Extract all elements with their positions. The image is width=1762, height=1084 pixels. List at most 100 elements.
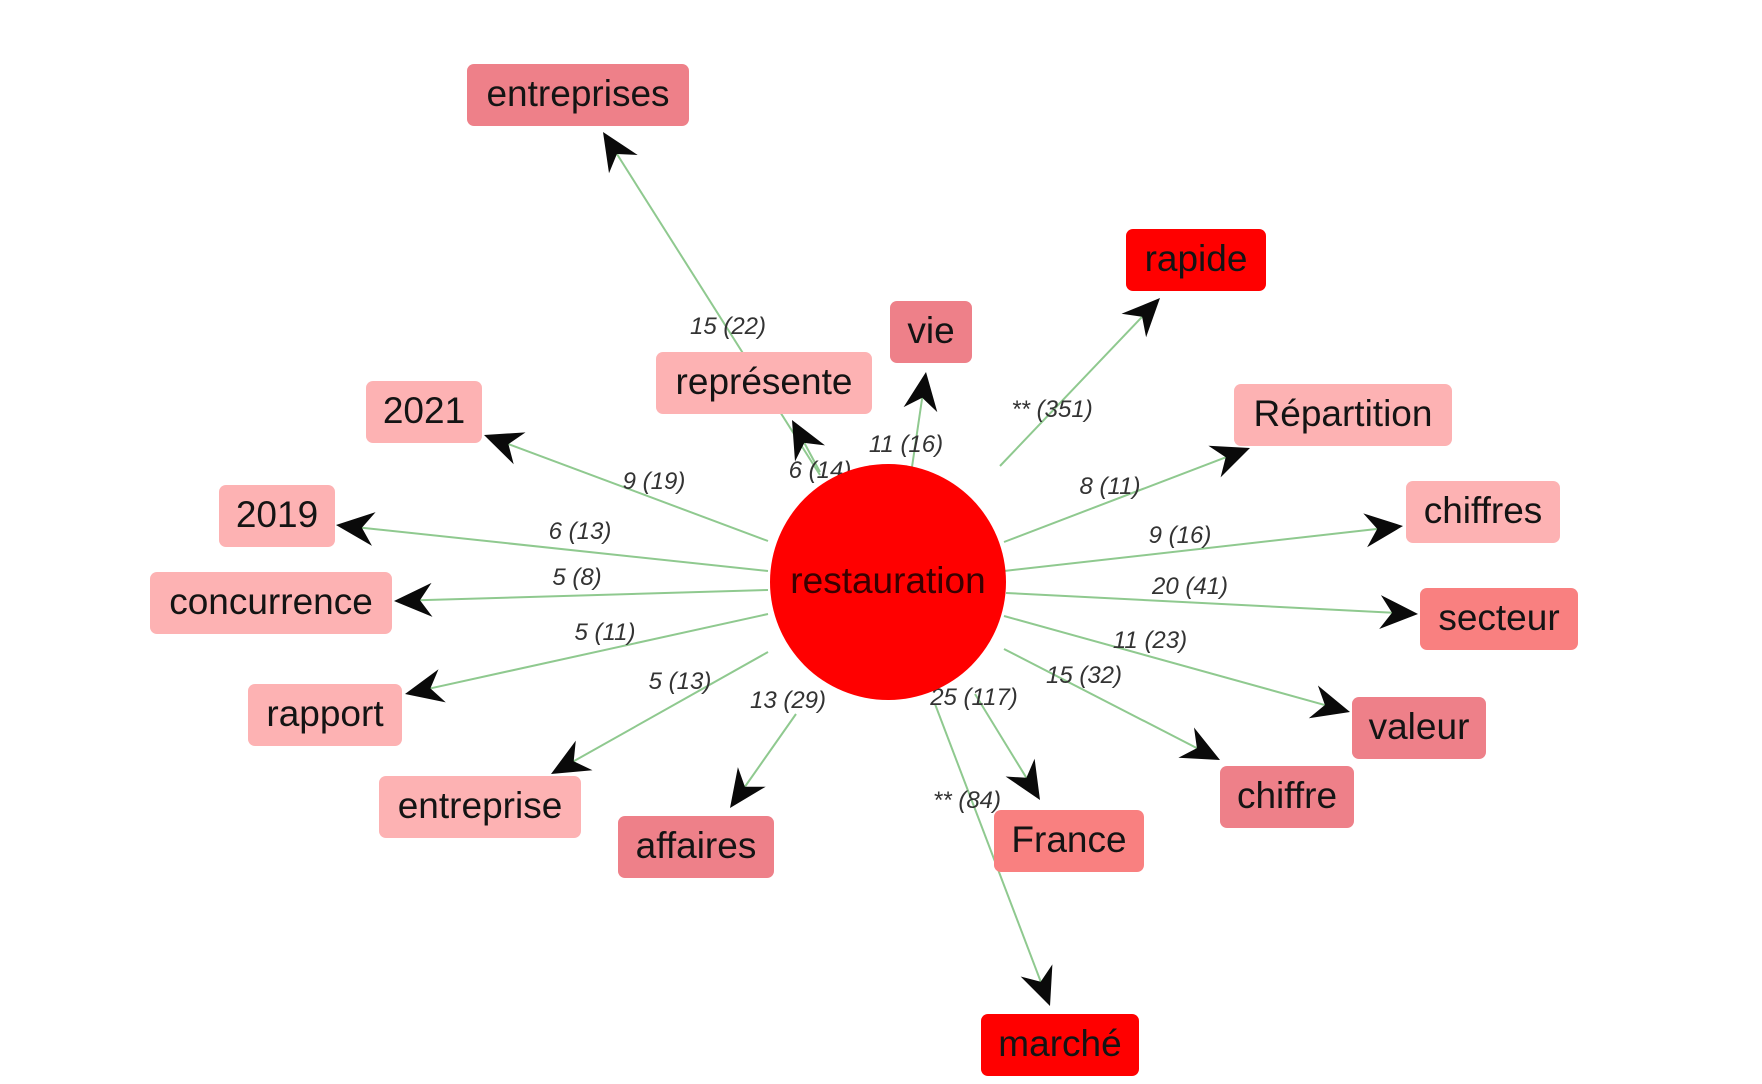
node-chiffres[interactable]: chiffres (1406, 481, 1560, 543)
edge-repartition (1003, 454, 1232, 543)
node-label-france: France (1011, 819, 1126, 860)
node-label-2019: 2019 (236, 494, 318, 535)
arrow-head-rapide (1121, 298, 1160, 338)
node-repartition[interactable]: Répartition (1234, 384, 1452, 446)
edge-rapide (999, 311, 1147, 467)
node-france[interactable]: France (994, 810, 1144, 872)
node-label-entreprise: entreprise (398, 785, 563, 826)
edge-label-entreprise: 5 (13) (649, 668, 712, 695)
node-box-france[interactable] (994, 810, 1144, 872)
arrow-head-marche (1020, 964, 1053, 1006)
edge-label-chiffre: 15 (32) (1046, 662, 1122, 689)
node-rapport[interactable]: rapport (248, 684, 402, 746)
edge-label-affaires: 13 (29) (750, 687, 826, 714)
arrow-head-chiffres (1363, 513, 1403, 548)
node-label-chiffre: chiffre (1237, 775, 1337, 816)
node-marche[interactable]: marché (981, 1014, 1139, 1076)
node-entreprise[interactable]: entreprise (379, 776, 581, 838)
node-box-rapport[interactable] (248, 684, 402, 746)
edge-secteur (1005, 592, 1399, 614)
arrow-head-vie (903, 372, 938, 413)
edge-label-marche: ** (84) (933, 787, 1001, 814)
node-rapide[interactable]: rapide (1126, 229, 1266, 291)
node-box-repartition[interactable] (1234, 384, 1452, 446)
edge-chiffres (1003, 527, 1384, 572)
node-label-rapide: rapide (1145, 238, 1248, 279)
node-label-2021: 2021 (383, 390, 465, 431)
arrow-head-represente (792, 420, 825, 462)
node-valeur[interactable]: valeur (1352, 697, 1486, 759)
edge-rapport (424, 613, 769, 691)
edge-2019 (355, 526, 769, 572)
node-label-concurrence: concurrence (169, 581, 373, 622)
center-node[interactable]: restauration (770, 464, 1006, 700)
node-box-concurrence[interactable] (150, 572, 392, 634)
edge-entreprise (567, 651, 769, 766)
node-label-repartition: Répartition (1254, 393, 1433, 434)
edge-label-entreprises: 15 (22) (690, 313, 766, 340)
arrow-head-entreprises (603, 132, 638, 174)
edge-label-rapide: ** (351) (1011, 396, 1092, 423)
node-box-vie[interactable] (890, 301, 972, 363)
node-label-valeur: valeur (1369, 706, 1470, 747)
arrow-head-2021 (484, 432, 526, 465)
arrow-head-france (1005, 758, 1040, 800)
node-box-valeur[interactable] (1352, 697, 1486, 759)
node-2019[interactable]: 2019 (219, 485, 335, 547)
edge-vie (911, 391, 925, 468)
node-box-entreprise[interactable] (379, 776, 581, 838)
node-vie[interactable]: vie (890, 301, 972, 363)
node-secteur[interactable]: secteur (1420, 588, 1578, 650)
node-affaires[interactable]: affaires (618, 816, 774, 878)
arrow-head-concurrence (394, 582, 433, 617)
node-box-represente[interactable] (656, 352, 872, 414)
edge-labels-layer: 15 (22)6 (14)11 (16)** (351)8 (11)9 (16)… (549, 313, 1228, 814)
node-label-affaires: affaires (636, 825, 757, 866)
edge-label-2021: 9 (19) (623, 468, 686, 495)
node-label-marche: marché (998, 1023, 1121, 1064)
edge-entreprises (612, 148, 821, 476)
node-entreprises[interactable]: entreprises (467, 64, 689, 126)
node-2021[interactable]: 2021 (366, 381, 482, 443)
node-box-affaires[interactable] (618, 816, 774, 878)
node-box-marche[interactable] (981, 1014, 1139, 1076)
node-box-chiffres[interactable] (1406, 481, 1560, 543)
edge-label-rapport: 5 (11) (575, 619, 636, 646)
edge-label-repartition: 8 (11) (1080, 473, 1141, 500)
arrow-head-chiffre (1178, 727, 1220, 760)
edge-valeur (1003, 615, 1331, 708)
edge-label-concurrence: 5 (8) (552, 564, 601, 591)
arrow-head-entreprise (551, 740, 593, 774)
node-box-2021[interactable] (366, 381, 482, 443)
node-label-entreprises: entreprises (486, 73, 669, 114)
center-node-label: restauration (790, 560, 985, 601)
arrow-head-repartition (1208, 445, 1250, 478)
arrow-head-secteur (1379, 595, 1418, 629)
node-represente[interactable]: représente (656, 352, 872, 414)
arrow-head-2019 (336, 512, 376, 546)
node-box-entreprises[interactable] (467, 64, 689, 126)
arrow-head-affaires (730, 767, 766, 808)
node-concurrence[interactable]: concurrence (150, 572, 392, 634)
node-box-2019[interactable] (219, 485, 335, 547)
node-box-chiffre[interactable] (1220, 766, 1354, 828)
edge-label-chiffres: 9 (16) (1149, 522, 1212, 549)
edge-france (974, 693, 1031, 784)
node-label-vie: vie (907, 310, 954, 351)
nodes-layer: entreprises représente vie rapideRépartitio… (150, 64, 1578, 1076)
edge-marche (934, 703, 1044, 988)
arrow-head-rapport (405, 669, 446, 703)
edges-layer (336, 132, 1418, 1006)
node-label-rapport: rapport (266, 693, 384, 734)
edge-2021 (502, 441, 769, 542)
node-box-rapide[interactable] (1126, 229, 1266, 291)
edge-concurrence (413, 589, 769, 602)
edge-chiffre (1003, 648, 1203, 752)
node-label-represente: représente (676, 361, 853, 402)
center-node-circle[interactable] (770, 464, 1006, 700)
node-label-chiffres: chiffres (1424, 490, 1543, 531)
edge-label-france: 25 (117) (929, 684, 1018, 711)
node-box-secteur[interactable] (1420, 588, 1578, 650)
node-chiffre[interactable]: chiffre (1220, 766, 1354, 828)
